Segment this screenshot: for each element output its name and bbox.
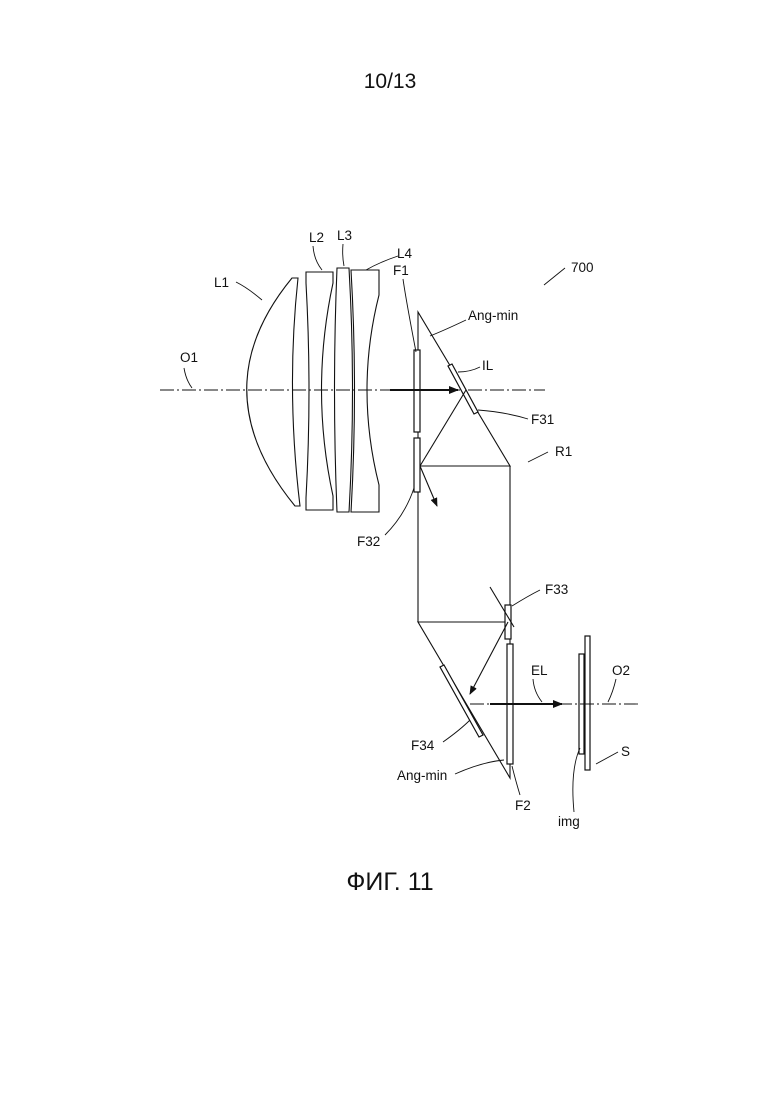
ray-reflect-2 [420,466,437,506]
figure-caption: ФИГ. 11 [0,868,780,897]
leader-f32 [385,488,414,535]
label-f34: F34 [411,738,435,753]
leader-ang-min-bottom [455,760,504,774]
filter-f34 [440,665,483,737]
label-700: 700 [571,260,594,275]
label-el: EL [531,663,548,678]
leader-f31 [478,410,528,419]
label-f33: F33 [545,582,568,597]
leader-o2 [608,679,616,702]
lens-l4 [351,270,379,512]
leader-el [533,679,542,702]
leader-f2 [512,766,520,795]
leader-700 [544,268,565,285]
sensor-s [585,636,590,770]
leader-s [596,752,618,764]
label-f2: F2 [515,798,531,813]
ray-relay [470,622,508,694]
label-img: img [558,814,580,829]
label-o2: O2 [612,663,630,678]
ray-reflect-1 [420,390,466,466]
label-f31: F31 [531,412,554,427]
label-f32: F32 [357,534,380,549]
label-o1: O1 [180,350,198,365]
leader-l1 [236,282,262,300]
lens-l2 [306,272,333,510]
label-l2: L2 [309,230,324,245]
leader-l2 [313,246,322,270]
label-l1: L1 [214,275,229,290]
label-s: S [621,744,630,759]
filter-f32 [414,438,420,492]
leader-f1 [403,279,416,352]
lens-l1 [247,278,300,506]
label-f1: F1 [393,263,409,278]
leader-f34 [443,720,470,742]
leader-img [573,748,580,812]
leader-f33 [512,590,540,606]
leader-o1 [184,368,192,388]
label-l3: L3 [337,228,352,243]
leader-r1 [528,452,548,462]
leader-l3 [343,244,344,266]
label-ang-min-top: Ang-min [468,308,518,323]
label-ang-min-bottom: Ang-min [397,768,447,783]
leader-ang-min-top [430,320,466,336]
label-l4: L4 [397,246,413,261]
label-il: IL [482,358,494,373]
label-r1: R1 [555,444,572,459]
leader-il [458,367,480,372]
